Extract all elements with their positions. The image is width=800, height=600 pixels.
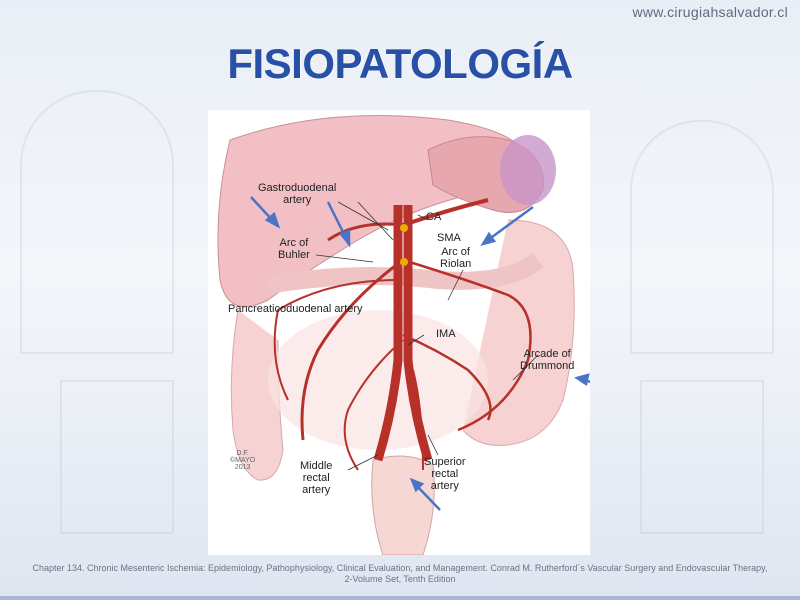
bottom-bar xyxy=(0,596,800,600)
anatomy-figure: Gastroduodenal artery CA SMA Arc of Riol… xyxy=(208,110,590,555)
background-decoration xyxy=(640,380,764,534)
label-arcade-of-drummond: Arcade of Drummond xyxy=(520,348,575,372)
label-arc-of-buhler: Arc of Buhler xyxy=(278,237,310,261)
label-gastroduodenal-artery: Gastroduodenal artery xyxy=(258,182,337,206)
anatomy-illustration xyxy=(217,115,590,555)
slide-title: FISIOPATOLOGÍA xyxy=(227,40,573,87)
site-url: www.cirugiahsalvador.cl xyxy=(632,4,788,20)
label-superior-rectal-artery: Superior rectal artery xyxy=(424,456,466,492)
label-pancreaticoduodenal-artery: Pancreaticoduodenal artery xyxy=(228,303,363,315)
label-sma: SMA xyxy=(437,232,461,244)
label-arc-of-riolan: Arc of Riolan xyxy=(440,246,472,270)
background-decoration xyxy=(20,90,174,354)
label-ima: IMA xyxy=(436,328,456,340)
citation-text: Chapter 134. Chronic Mesenteric Ischemia… xyxy=(32,563,768,584)
background-decoration xyxy=(60,380,174,534)
background-decoration xyxy=(630,120,774,354)
label-middle-rectal-artery: Middle rectal artery xyxy=(300,460,333,496)
label-ca: CA xyxy=(426,211,442,223)
annotation-arrows xyxy=(250,196,590,511)
figure-credit: D.F. ©MAYO 2013 xyxy=(230,450,256,471)
